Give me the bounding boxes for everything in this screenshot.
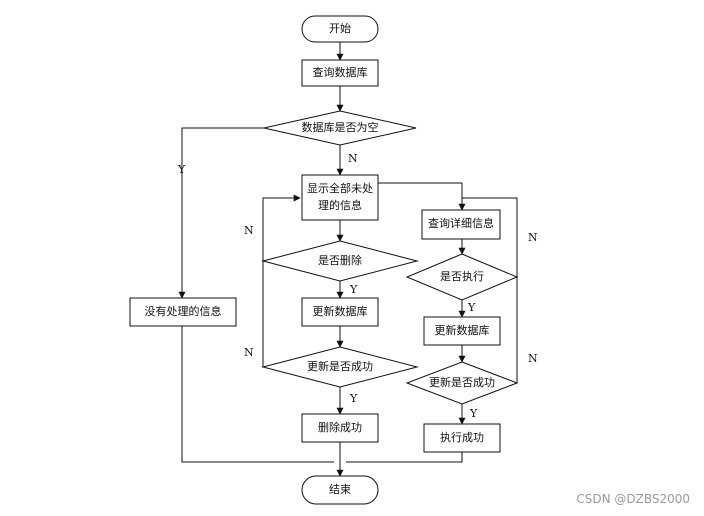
delete-decision-label: 是否删除 (318, 253, 362, 267)
edge-label-empty-yes: Y (177, 163, 186, 176)
update-ok-right-decision (405, 361, 519, 405)
edge-label-execute-no: N (528, 231, 538, 244)
end-terminal (301, 475, 379, 505)
edge-label-update-right-no: N (528, 352, 538, 365)
update-ok-right-label: 更新是否成功 (429, 375, 495, 389)
no-unprocessed-label: 没有处理的信息 (145, 304, 222, 318)
query-db-box (301, 59, 379, 87)
show-unprocessed-box (301, 174, 379, 221)
db-empty-label: 数据库是否为空 (302, 120, 379, 134)
db-empty-decision (263, 110, 417, 146)
edge-empty-yes (178, 127, 264, 299)
no-unprocessed-box (129, 297, 237, 327)
edge-label-delete-no: N (244, 224, 254, 237)
edge-no-info-to-end (181, 326, 334, 463)
delete-ok-box (301, 413, 379, 443)
edge-label-update-right-yes: Y (469, 407, 478, 420)
update-db-right-label: 更新数据库 (435, 323, 490, 337)
watermark: CSDN @DZBS2000 (576, 492, 690, 506)
update-db-right-box (423, 316, 501, 346)
edge-label-update-left-no: N (244, 346, 254, 359)
edge-delete-no (262, 194, 301, 261)
edge-show-to-detail (378, 182, 466, 211)
end-label: 结束 (329, 483, 351, 496)
edge-label-empty-no: N (348, 152, 358, 165)
start-terminal (301, 15, 379, 43)
execute-decision-label: 是否执行 (440, 269, 484, 283)
query-detail-label: 查询详细信息 (428, 216, 494, 230)
edge-execute-no (462, 197, 518, 277)
edge-execute-ok-to-end (346, 452, 463, 463)
show-unprocessed-label-line2: 理的信息 (318, 198, 362, 212)
edge-label-delete-yes: Y (349, 283, 358, 296)
delete-decision (261, 240, 419, 282)
execute-ok-box (423, 423, 501, 453)
update-db-left-box (301, 297, 379, 327)
show-unprocessed-label-line1: 显示全部未处 (307, 181, 373, 195)
start-label: 开始 (329, 21, 351, 35)
edge-label-execute-yes: Y (467, 301, 476, 314)
query-detail-box (421, 209, 501, 240)
update-ok-left-decision (261, 346, 419, 388)
execute-ok-label: 执行成功 (440, 430, 484, 444)
delete-ok-label: 删除成功 (318, 420, 362, 434)
update-ok-left-label: 更新是否成功 (307, 359, 373, 373)
edge-label-update-left-yes: Y (349, 392, 358, 405)
query-db-label: 查询数据库 (313, 65, 368, 79)
update-db-left-label: 更新数据库 (313, 304, 368, 318)
execute-decision (405, 253, 519, 301)
